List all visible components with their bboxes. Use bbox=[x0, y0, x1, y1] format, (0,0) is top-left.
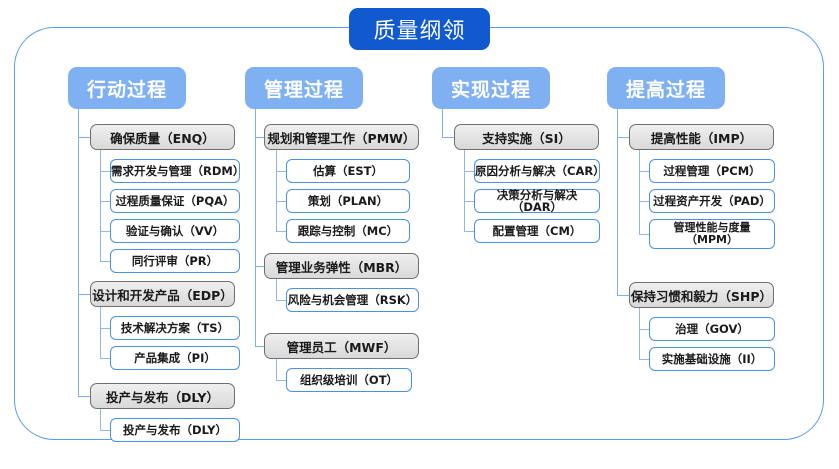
column-header-2[interactable]: 管理过程 bbox=[245, 67, 363, 109]
leaf-node-vv[interactable]: 验证与确认（VV） bbox=[110, 219, 240, 243]
leaf-node-pr[interactable]: 同行评审（PR） bbox=[110, 249, 240, 273]
column-header-4[interactable]: 提高过程 bbox=[607, 67, 725, 109]
connector-si-children bbox=[464, 150, 466, 231]
connector-enq-c1 bbox=[100, 171, 110, 173]
group-node-dly[interactable]: 投产与发布（DLY） bbox=[90, 383, 235, 409]
connector-pmw-c1 bbox=[276, 171, 286, 173]
connector-col4-g1 bbox=[617, 137, 629, 139]
leaf-node-gov[interactable]: 治理（GOV） bbox=[649, 317, 775, 341]
group-node-pmw[interactable]: 规划和管理工作（PMW） bbox=[264, 124, 419, 150]
group-node-enq[interactable]: 确保质量（ENQ） bbox=[90, 124, 235, 150]
connector-imp-children bbox=[639, 150, 641, 234]
leaf-node-pqa[interactable]: 过程质量保证（PQA） bbox=[110, 189, 240, 213]
leaf-node-dar[interactable]: 决策分析与解决（DAR） bbox=[474, 189, 600, 213]
leaf-node-mc[interactable]: 跟踪与控制（MC） bbox=[286, 219, 410, 243]
leaf-node-ii[interactable]: 实施基础设施（II） bbox=[649, 347, 775, 371]
leaf-node-dly-child[interactable]: 投产与发布（DLY） bbox=[110, 418, 240, 442]
connector-imp-c1 bbox=[639, 171, 649, 173]
connector-col1-spine bbox=[78, 109, 80, 396]
connector-imp-c2 bbox=[639, 201, 649, 203]
group-node-imp[interactable]: 提高性能（IMP） bbox=[629, 124, 774, 150]
connector-col1-g2 bbox=[78, 294, 90, 296]
connector-imp-c3 bbox=[639, 234, 649, 236]
connector-pmw-children bbox=[276, 150, 278, 231]
connector-col1-g3 bbox=[78, 396, 90, 398]
group-node-mbr[interactable]: 管理业务弹性（MBR） bbox=[264, 253, 419, 279]
connector-shp-c1 bbox=[639, 329, 649, 331]
column-header-3[interactable]: 实现过程 bbox=[432, 67, 550, 109]
connector-col2-g2 bbox=[255, 266, 264, 268]
leaf-node-ts[interactable]: 技术解决方案（TS） bbox=[110, 316, 240, 340]
connector-dly-children bbox=[100, 409, 102, 430]
connector-col2-g3 bbox=[255, 346, 264, 348]
connector-edp-children bbox=[100, 307, 102, 358]
connector-col2-spine bbox=[255, 109, 257, 346]
group-node-edp[interactable]: 设计和开发产品（EDP） bbox=[90, 281, 235, 307]
connector-enq-c4 bbox=[100, 261, 110, 263]
connector-col1-g1 bbox=[78, 137, 90, 139]
connector-mwf-children bbox=[276, 359, 278, 380]
leaf-node-rdm[interactable]: 需求开发与管理（RDM） bbox=[110, 159, 244, 183]
connector-col3-g1 bbox=[442, 137, 454, 139]
connector-col4-spine bbox=[617, 109, 619, 295]
leaf-node-pcm[interactable]: 过程管理（PCM） bbox=[649, 159, 775, 183]
connector-si-c1 bbox=[464, 171, 474, 173]
connector-shp-c2 bbox=[639, 359, 649, 361]
connector-edp-c2 bbox=[100, 358, 110, 360]
connector-mbr-children bbox=[276, 279, 278, 300]
connector-enq-c2 bbox=[100, 201, 110, 203]
leaf-node-ot[interactable]: 组织级培训（OT） bbox=[286, 368, 412, 392]
connector-col4-g2 bbox=[617, 295, 629, 297]
leaf-node-pad[interactable]: 过程资产开发（PAD） bbox=[649, 189, 775, 213]
connector-pmw-c2 bbox=[276, 201, 286, 203]
column-header-1[interactable]: 行动过程 bbox=[68, 67, 186, 109]
leaf-node-car[interactable]: 原因分析与解决（CAR） bbox=[474, 159, 605, 183]
connector-mwf-c1 bbox=[276, 380, 286, 382]
group-node-shp[interactable]: 保持习惯和毅力（SHP） bbox=[629, 282, 774, 308]
connector-edp-c1 bbox=[100, 328, 110, 330]
connector-shp-children bbox=[639, 308, 641, 359]
connector-col3-spine bbox=[442, 109, 444, 137]
connector-col2-g1 bbox=[255, 137, 264, 139]
connector-dly-c1 bbox=[100, 430, 110, 432]
group-node-si[interactable]: 支持实施（SI） bbox=[454, 124, 599, 150]
connector-si-c2 bbox=[464, 201, 474, 203]
leaf-node-est[interactable]: 估算（EST） bbox=[286, 159, 410, 183]
leaf-node-plan[interactable]: 策划（PLAN） bbox=[286, 189, 410, 213]
leaf-node-rsk[interactable]: 风险与机会管理（RSK） bbox=[286, 288, 419, 312]
group-node-mwf[interactable]: 管理员工（MWF） bbox=[264, 333, 419, 359]
connector-mbr-c1 bbox=[276, 300, 286, 302]
leaf-node-pi[interactable]: 产品集成（PI） bbox=[110, 346, 240, 370]
connector-enq-c3 bbox=[100, 231, 110, 233]
leaf-node-cm[interactable]: 配置管理（CM） bbox=[474, 219, 600, 243]
connector-enq-children bbox=[100, 150, 102, 261]
diagram-title: 质量纲领 bbox=[349, 8, 490, 50]
connector-si-c3 bbox=[464, 231, 474, 233]
connector-pmw-c3 bbox=[276, 231, 286, 233]
leaf-node-mpm[interactable]: 管理性能与度量 （MPM） bbox=[649, 219, 775, 249]
